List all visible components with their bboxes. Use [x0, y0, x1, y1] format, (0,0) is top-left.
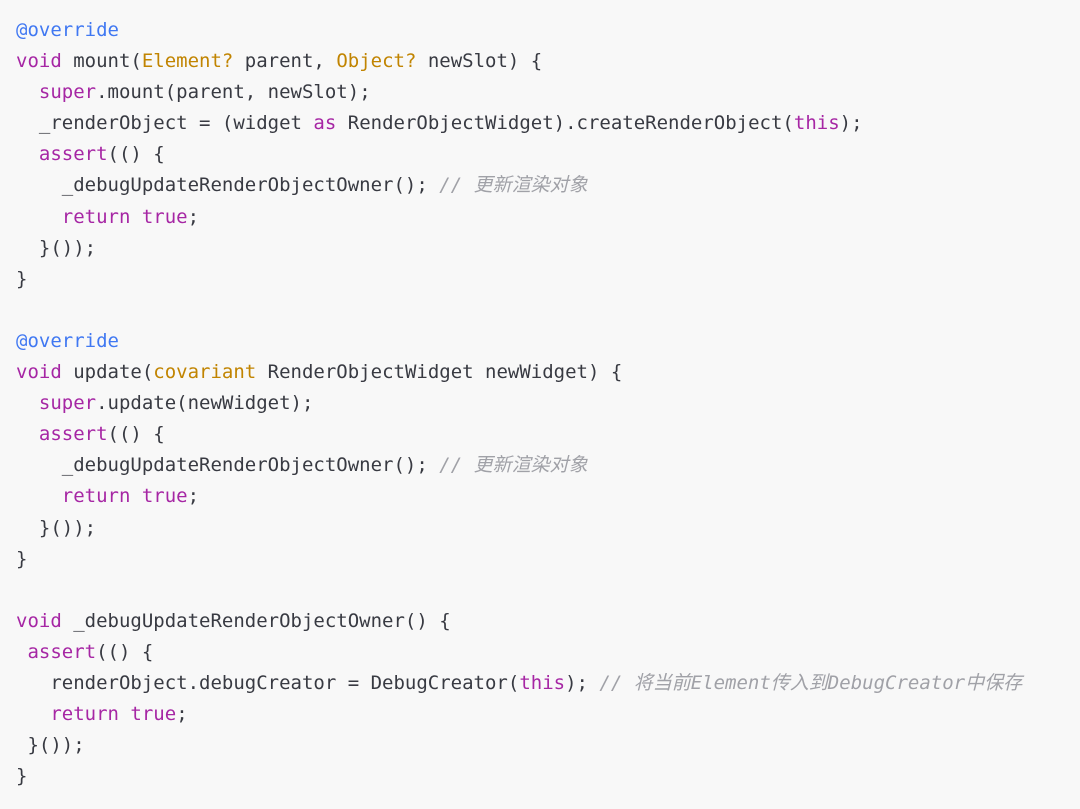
code-token: (() {: [96, 640, 154, 663]
code-token: RenderObjectWidget).createRenderObject(: [336, 112, 794, 135]
keyword-token: return: [61, 205, 131, 228]
code-token: renderObject.debugCreator = DebugCreator…: [16, 671, 520, 694]
code-line: assert(() {: [16, 419, 1022, 450]
code-line: }());: [16, 513, 1022, 544]
code-token: [16, 423, 39, 445]
code-line: assert(() {: [16, 139, 1022, 170]
code-token: mount(: [61, 50, 142, 73]
code-line: void mount(Element? parent, Object? newS…: [16, 46, 1022, 77]
code-token: ;: [187, 205, 200, 228]
keyword-token: as: [313, 112, 337, 135]
code-line: return true;: [16, 481, 1022, 512]
code-token: update(: [61, 361, 154, 384]
code-token: [119, 703, 130, 725]
keyword-token: void: [16, 50, 62, 73]
code-token: ;: [187, 485, 200, 508]
code-line: [16, 295, 1022, 326]
code-line: @override: [16, 15, 1022, 46]
keyword-token: this: [793, 112, 840, 135]
code-token: [16, 485, 62, 507]
code-token: );: [565, 671, 600, 694]
code-line: _renderObject = (widget as RenderObjectW…: [16, 108, 1022, 139]
keyword-token: assert: [38, 143, 108, 166]
code-token: [16, 703, 50, 725]
code-token: [16, 392, 39, 414]
code-line: }: [16, 264, 1022, 295]
keyword-token: true: [141, 205, 188, 228]
code-token: (() {: [107, 143, 165, 166]
code-line: [16, 575, 1022, 606]
keyword-token: return: [61, 485, 131, 508]
code-token: }: [16, 267, 28, 290]
code-line: return true;: [16, 202, 1022, 233]
code-line: }());: [16, 233, 1022, 264]
code-line: @override: [16, 326, 1022, 357]
code-token: .update(newWidget);: [96, 392, 314, 415]
code-token: }());: [16, 734, 85, 757]
code-token: _debugUpdateRenderObjectOwner() {: [61, 609, 451, 632]
code-line: super.update(newWidget);: [16, 388, 1022, 419]
code-token: _debugUpdateRenderObjectOwner();: [16, 454, 440, 477]
code-token: _renderObject = (widget: [16, 112, 314, 135]
type-token: covariant: [153, 361, 257, 384]
annotation-token: @override: [16, 329, 119, 352]
comment-token: // 更新渲染对象: [439, 174, 588, 197]
code-line: super.mount(parent, newSlot);: [16, 77, 1022, 108]
code-line: _debugUpdateRenderObjectOwner(); // 更新渲染…: [16, 450, 1022, 481]
code-block: @override void mount(Element? parent, Obj…: [16, 15, 1022, 792]
keyword-token: super: [38, 392, 97, 415]
comment-token: // 将当前Element传入到DebugCreator中保存: [599, 671, 1023, 694]
code-token: [16, 206, 62, 228]
code-token: parent,: [233, 50, 337, 73]
code-token: [16, 641, 27, 663]
keyword-token: super: [38, 81, 97, 104]
code-token: [130, 485, 141, 507]
code-token: }());: [16, 516, 97, 539]
code-line: renderObject.debugCreator = DebugCreator…: [16, 668, 1022, 699]
code-line: void _debugUpdateRenderObjectOwner() {: [16, 606, 1022, 637]
code-token: [16, 81, 39, 103]
keyword-token: this: [519, 671, 566, 694]
code-token: RenderObjectWidget newWidget) {: [256, 361, 623, 384]
keyword-token: void: [16, 361, 62, 384]
code-line: }: [16, 761, 1022, 792]
code-token: newSlot) {: [416, 50, 543, 73]
code-token: .mount(parent, newSlot);: [96, 81, 371, 104]
code-line: return true;: [16, 699, 1022, 730]
keyword-token: true: [130, 703, 177, 726]
comment-token: // 更新渲染对象: [439, 454, 588, 477]
code-token: (() {: [107, 423, 165, 446]
code-token: [16, 143, 39, 165]
code-token: }());: [16, 236, 97, 259]
code-token: ;: [176, 703, 188, 726]
code-token: _debugUpdateRenderObjectOwner();: [16, 174, 440, 197]
code-line: void update(covariant RenderObjectWidget…: [16, 357, 1022, 388]
annotation-token: @override: [16, 19, 119, 41]
code-line: }: [16, 544, 1022, 575]
code-line: }());: [16, 730, 1022, 761]
code-token: );: [839, 112, 863, 135]
code-token: }: [16, 547, 28, 570]
code-line: _debugUpdateRenderObjectOwner(); // 更新渲染…: [16, 170, 1022, 201]
keyword-token: true: [141, 485, 188, 508]
keyword-token: return: [50, 703, 119, 726]
type-token: Object?: [336, 50, 417, 73]
type-token: Element?: [141, 50, 234, 73]
keyword-token: assert: [27, 640, 97, 663]
code-token: [130, 206, 141, 228]
code-line: assert(() {: [16, 637, 1022, 668]
keyword-token: assert: [38, 423, 108, 446]
code-token: }: [16, 765, 28, 788]
keyword-token: void: [16, 609, 62, 632]
